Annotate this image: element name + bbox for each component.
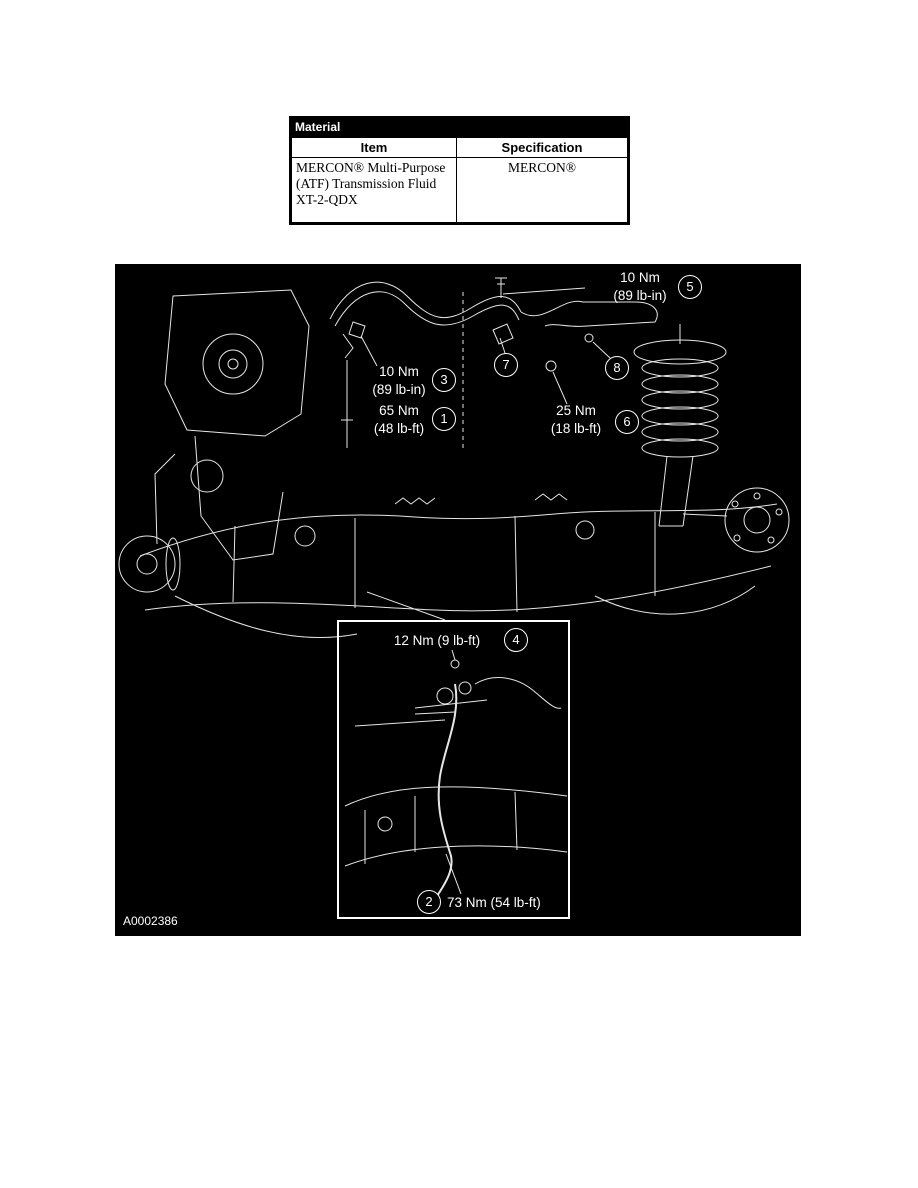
torque-label-4: 12 Nm (9 lb-ft) xyxy=(393,633,481,648)
callout-7: 7 xyxy=(494,353,518,377)
callout-8: 8 xyxy=(605,356,629,380)
callout-3: 3 xyxy=(432,368,456,392)
material-spec-cell: MERCON® xyxy=(456,157,628,223)
material-table-title: Material xyxy=(295,120,341,134)
table-row: MERCON® Multi-Purpose (ATF) Transmission… xyxy=(291,157,628,223)
torque-label-5: 10 Nm (89 lb-in) xyxy=(613,270,667,303)
inset-detail-box xyxy=(337,620,570,919)
subframe-illustration: 10 Nm (89 lb-in) 5 10 Nm (89 lb-in) 3 65… xyxy=(115,264,801,936)
figure-code: A0002386 xyxy=(123,914,178,928)
torque-label-3: 10 Nm (89 lb-in) xyxy=(372,364,426,397)
callout-2: 2 xyxy=(417,890,441,914)
torque-label-1: 65 Nm (48 lb-ft) xyxy=(373,403,425,436)
material-col-specification: Specification xyxy=(456,137,628,158)
callout-1: 1 xyxy=(432,407,456,431)
subframe-line-art xyxy=(118,277,790,897)
torque-label-2: 73 Nm (54 lb-ft) xyxy=(447,895,541,910)
torque-label-6: 25 Nm (18 lb-ft) xyxy=(550,403,602,436)
callout-4: 4 xyxy=(504,628,528,652)
material-table: Material Item Specification MERCON® Mult… xyxy=(289,116,630,225)
callout-6: 6 xyxy=(615,410,639,434)
material-col-item: Item xyxy=(291,137,457,158)
callout-5: 5 xyxy=(678,275,702,299)
material-item-cell: MERCON® Multi-Purpose (ATF) Transmission… xyxy=(291,157,457,223)
